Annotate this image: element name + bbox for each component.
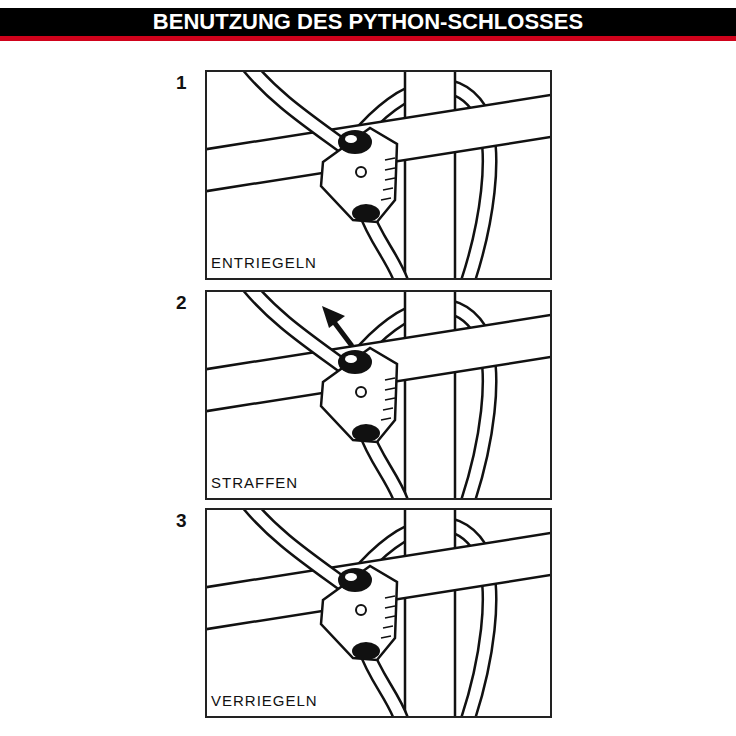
- step-number: 2: [176, 292, 200, 314]
- pull-arrow: [334, 322, 352, 346]
- panel-art: [205, 290, 552, 500]
- panel-art: [205, 70, 552, 280]
- step-label: STRAFFEN: [209, 474, 300, 492]
- step-panel: 1ENTRIEGELN: [172, 66, 552, 280]
- step-panel: 2STRAFFEN: [172, 286, 552, 500]
- step-panel: 3VERRIEGELN: [172, 504, 552, 718]
- pull-arrow: [322, 306, 345, 328]
- title-underline: [0, 36, 736, 41]
- panel-frame: [205, 70, 552, 280]
- panel-frame: [205, 508, 552, 718]
- title-bar: BENUTZUNG DES PYTHON-SCHLOSSES: [0, 8, 736, 36]
- title: BENUTZUNG DES PYTHON-SCHLOSSES: [153, 8, 583, 36]
- panel-frame: [205, 290, 552, 500]
- step-label: ENTRIEGELN: [209, 254, 319, 272]
- step-number: 3: [176, 510, 200, 532]
- panel-art: [205, 508, 552, 718]
- step-label: VERRIEGELN: [209, 692, 320, 710]
- step-number: 1: [176, 72, 200, 94]
